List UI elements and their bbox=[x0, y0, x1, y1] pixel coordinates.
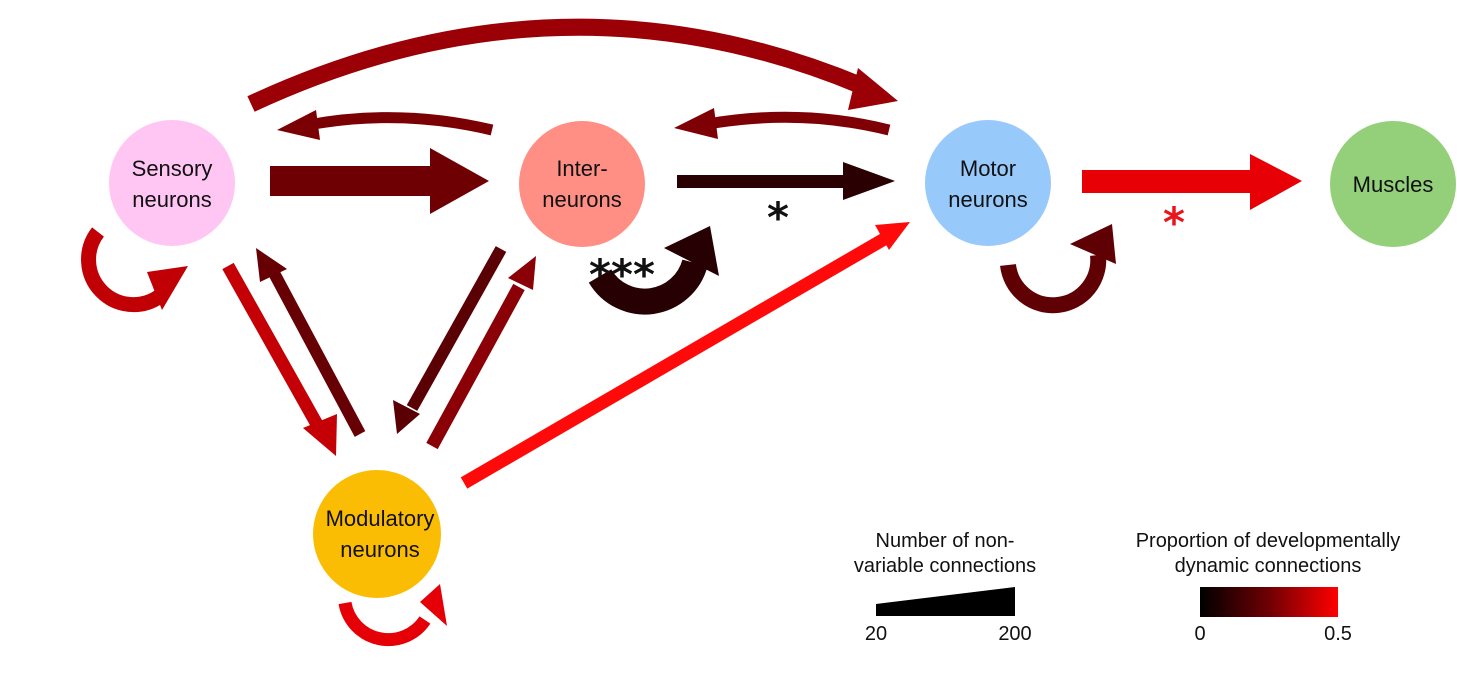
legend-width-title-line2: variable connections bbox=[854, 555, 1036, 577]
legend-colorbar bbox=[1200, 587, 1338, 617]
arrow-modulatory-self-loop bbox=[338, 584, 447, 647]
node-motor-neurons: Motor neurons bbox=[925, 120, 1051, 246]
node-motor-label-line2: neurons bbox=[948, 187, 1028, 212]
node-inter-neurons: Inter- neurons bbox=[519, 121, 645, 247]
node-inter-label-line1: Inter- bbox=[556, 156, 607, 181]
node-inter-label-line2: neurons bbox=[542, 187, 622, 212]
arrow-sensory-to-motor bbox=[247, 18, 898, 112]
significance-annotations: * * *** bbox=[589, 193, 1185, 299]
arrow-sensory-to-modulatory bbox=[222, 262, 337, 456]
legend-color-max-label: 0.5 bbox=[1324, 623, 1352, 645]
legend-color-title-line2: dynamic connections bbox=[1175, 555, 1362, 577]
arrow-inter-to-motor bbox=[677, 162, 895, 200]
node-sensory-label-line2: neurons bbox=[132, 187, 212, 212]
arrow-sensory-to-inter bbox=[270, 148, 489, 214]
arrow-sensory-self-loop bbox=[81, 227, 188, 313]
node-sensory-label-line1: Sensory bbox=[132, 156, 213, 181]
legend-connection-count: Number of non- variable connections 20 2… bbox=[854, 530, 1036, 645]
arrow-inter-self-loop bbox=[588, 226, 719, 315]
legend-color-title-line1: Proportion of developmentally bbox=[1136, 530, 1401, 552]
arrow-inter-to-sensory bbox=[277, 110, 494, 140]
arrow-modulatory-to-inter bbox=[426, 256, 536, 450]
legend-color-min-label: 0 bbox=[1194, 623, 1205, 645]
legend-width-max-label: 200 bbox=[998, 623, 1031, 645]
motor-to-muscles-significance: * bbox=[1163, 198, 1185, 247]
arrow-motor-to-muscles bbox=[1082, 154, 1302, 210]
arrow-motor-to-inter bbox=[674, 108, 891, 139]
inter-self-loop-significance: *** bbox=[589, 250, 655, 299]
arrow-modulatory-to-sensory bbox=[256, 248, 366, 437]
arrow-modulatory-to-motor bbox=[460, 222, 910, 489]
node-sensory-neurons: Sensory neurons bbox=[109, 120, 235, 246]
legend-width-title-line1: Number of non- bbox=[876, 530, 1015, 552]
arrow-inter-to-modulatory bbox=[393, 246, 507, 434]
node-motor-label-line1: Motor bbox=[960, 156, 1016, 181]
connections bbox=[81, 18, 1302, 647]
node-muscles: Muscles bbox=[1330, 121, 1456, 247]
legend-width-min-label: 20 bbox=[865, 623, 887, 645]
node-modulatory-neurons: Modulatory neurons bbox=[313, 470, 441, 598]
nodes: Sensory neurons Inter- neurons Motor neu… bbox=[109, 120, 1456, 598]
arrow-motor-self-loop bbox=[1000, 224, 1116, 314]
node-modulatory-label-line2: neurons bbox=[340, 537, 420, 562]
node-muscles-label: Muscles bbox=[1353, 172, 1434, 197]
legend-width-wedge bbox=[876, 587, 1015, 616]
inter-to-motor-significance: * bbox=[767, 193, 789, 242]
node-modulatory-label-line1: Modulatory bbox=[326, 506, 435, 531]
legend-dynamic-proportion: Proportion of developmentally dynamic co… bbox=[1136, 530, 1401, 645]
